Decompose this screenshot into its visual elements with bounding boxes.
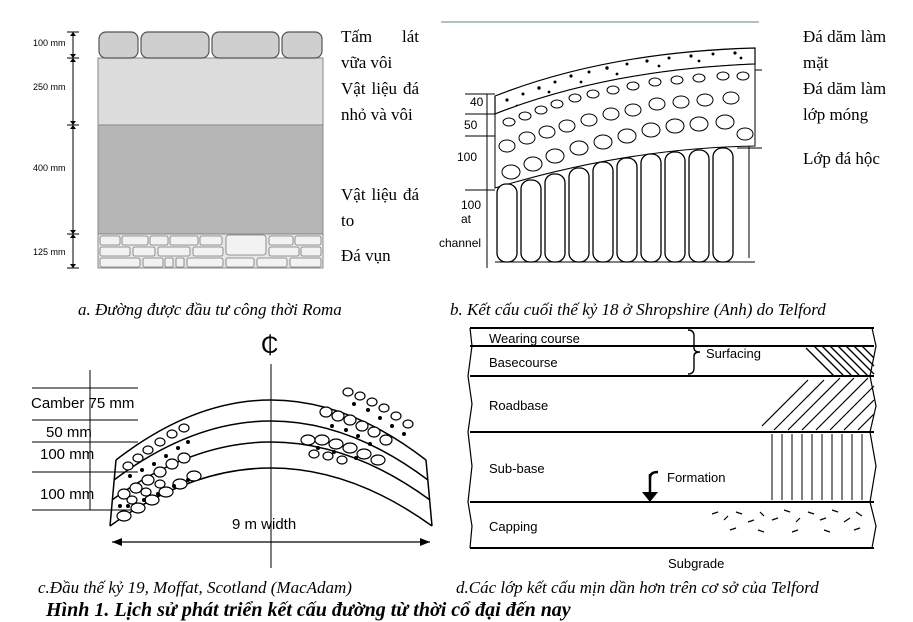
panel-d-layer-basecourse: Basecourse [489,355,558,370]
panel-d-caption: d.Các lớp kết cấu mịn dần hơn trên cơ sở… [456,578,819,597]
panel-a-dim-125: 125 mm [33,247,66,257]
panel-c-caption: c.Đầu thế kỷ 19, Moffat, Scotland (MacAd… [38,578,352,597]
panel-b-diagram [441,21,762,268]
panel-b-dim-100-b: 100 [461,198,482,212]
panel-a-caption: a. Đường được đầu tư công thời Roma [78,300,342,319]
panel-d-layer-wearing-course: Wearing course [489,331,580,346]
panel-b-dim-50: 50 [464,118,478,132]
panel-a-dim-100: 100 mm [33,38,66,48]
panel-a-label-large-stone: Vật liệu đá to [341,185,419,230]
panel-b-dim-at: at [461,212,472,226]
panel-a-label-small-stone: Vật liệu đá nhỏ và vôi [341,79,419,124]
panel-d-diagram [467,327,877,549]
panel-a-label-rubble: Đá vụn [341,246,391,265]
panel-c-centerline-symbol: ₵ [261,332,279,359]
panel-d-formation-label: Formation [667,470,726,485]
panel-b-label-base: Đá dăm làm lớp móng [803,79,887,124]
panel-c-width-label: 9 m width [232,516,297,533]
panel-a-diagram [67,31,324,269]
panel-c-dim-100-a: 100 mm [40,446,95,463]
panel-a-dim-250: 250 mm [33,82,66,92]
figure-caption: Hình 1. Lịch sử phát triển kết cấu đường… [46,599,571,621]
panel-b-label-hardcore: Lớp đá hộc [803,149,880,168]
panel-b-dim-40: 40 [470,95,484,109]
panel-a-label-slab: Tấm lát vữa vôi [341,27,419,72]
panel-d-layer-roadbase: Roadbase [489,398,549,413]
panel-c-dim-camber: Camber 75 mm [31,395,135,412]
panel-c-dim-100-b: 100 mm [40,486,95,503]
panel-c-dim-50: 50 mm [46,424,92,441]
panel-d-subgrade-label: Subgrade [668,556,725,571]
panel-b-dim-100-a: 100 [457,150,478,164]
panel-b-dim-channel: channel [439,236,482,250]
panel-d-layer-sub-base: Sub-base [489,461,545,476]
panel-b-label-surface: Đá dăm làm mặt [803,27,887,72]
panel-d-layer-capping: Capping [489,519,538,534]
panel-d-surfacing-label: Surfacing [706,346,761,361]
panel-a-dim-400: 400 mm [33,163,66,173]
panel-c-diagram [32,364,433,568]
panel-b-caption: b. Kết cấu cuối thế kỷ 18 ở Shropshire (… [450,300,826,319]
